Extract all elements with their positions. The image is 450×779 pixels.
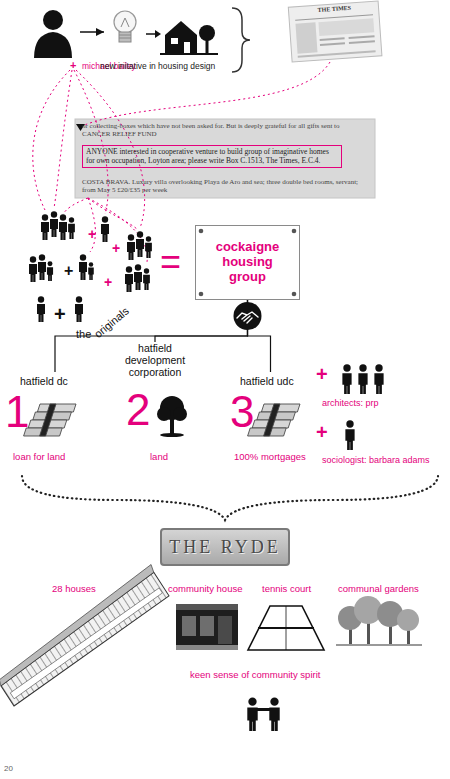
street-name: THE RYDE	[169, 538, 281, 556]
bulb-icon	[114, 11, 136, 42]
idea-node: new initative in housing design	[104, 6, 146, 58]
funder-name: hatfield development corporation	[119, 342, 191, 378]
page-number: 20	[4, 764, 13, 773]
plus-sign: +	[104, 274, 112, 290]
role-label: architects: prp	[322, 398, 379, 408]
screw-dots	[199, 229, 297, 297]
clipping-text: or collecting-boxes which have not been …	[82, 122, 368, 139]
newspaper	[288, 1, 382, 62]
funder-node: hatfield development corporation 2 land	[110, 342, 200, 462]
money-icon	[24, 404, 76, 436]
funder-node: hatfield udc 3 100% mortgages	[228, 372, 313, 462]
clipping-text: COSTA BRAVA. Luxury villa overlooking Pl…	[82, 178, 368, 195]
tree-icon	[157, 396, 187, 437]
tennis-court	[248, 606, 324, 650]
group-caption: originals	[92, 305, 132, 341]
advert-text: ANYONE interested in cooperative venture…	[82, 145, 342, 168]
connector	[155, 300, 248, 342]
people-group	[29, 211, 152, 322]
plus-sign: +	[88, 226, 96, 242]
dotted-brace	[22, 476, 438, 520]
funder-node: hatfield dc 1 loan for land	[5, 372, 105, 462]
houses-plan	[0, 565, 175, 706]
role-label: sociologist: barbara adams	[322, 455, 430, 465]
group-name: cockaigne housing group	[206, 240, 290, 285]
layout-arrow	[146, 30, 161, 38]
equals-sign: =	[160, 244, 181, 280]
brace	[232, 8, 250, 72]
house-icon	[160, 21, 218, 55]
funder-role: land	[150, 452, 168, 463]
callout-number: 1	[5, 390, 29, 434]
callout-number: 2	[126, 388, 150, 432]
funder-name: hatfield udc	[240, 375, 294, 387]
funder-role: loan for land	[13, 452, 65, 463]
plus-sign: +	[64, 262, 73, 280]
feature-label: keen sense of community spirit	[190, 670, 320, 681]
group-box: cockaigne housing group	[195, 225, 300, 300]
community-house-photo	[176, 604, 238, 650]
plus-sign: +	[316, 364, 328, 384]
feature-label: tennis court	[262, 584, 311, 595]
newspaper-clipping	[75, 119, 375, 198]
plus-sign: +	[112, 240, 120, 256]
connector	[248, 300, 271, 372]
money-icon	[248, 404, 300, 436]
feature-label: 28 houses	[52, 584, 96, 595]
handshake-people	[247, 697, 279, 730]
person-node: michael bailey	[28, 6, 80, 62]
street-sign: THE RYDE	[160, 528, 290, 566]
garden-trees	[336, 596, 422, 645]
funder-role: 100% mortgages	[234, 452, 306, 463]
plus-sign: +	[316, 422, 328, 442]
connector	[80, 31, 104, 33]
feature-label: communal gardens	[338, 584, 419, 595]
feature-label: community house	[168, 584, 242, 595]
plus-sign: +	[54, 303, 66, 326]
group-caption: the	[76, 328, 91, 341]
funder-name: hatfield dc	[20, 375, 68, 387]
connector	[55, 300, 248, 372]
plus-sign: +	[70, 59, 76, 72]
idea-label: new initative in housing design	[100, 62, 215, 72]
person-icon	[34, 10, 72, 58]
callout-number: 3	[230, 390, 254, 434]
